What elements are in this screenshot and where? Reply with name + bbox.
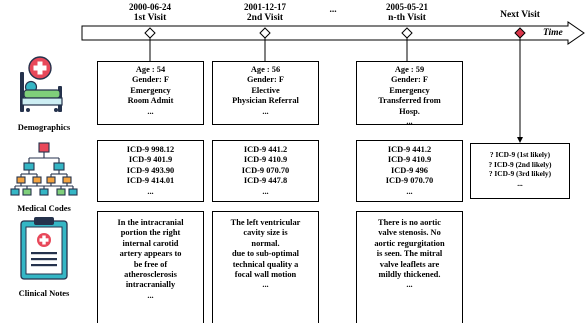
box-text-line: ICD-9 496 (391, 165, 428, 175)
row-label-medical-codes: Medical Codes (17, 203, 71, 213)
box-text-line: Hosp. (399, 106, 420, 116)
visit-1-date: 2000-06-24 (129, 2, 171, 12)
box-text-line: ... (147, 186, 154, 196)
box-text-line: ? ICD-9 (1st likely) (489, 150, 551, 159)
box-text-line: aortic regurgitation (374, 238, 445, 248)
visit-2-label: 2nd Visit (246, 13, 284, 23)
next-visit-arrowhead (517, 137, 523, 143)
box-text-line: ICD-9 441.2 (387, 145, 432, 154)
box-text-line: ... (147, 290, 154, 300)
box-text-line: Elective (251, 85, 280, 95)
box-text-line: portion the right (120, 228, 181, 238)
box-text-line: ICD-9 998.12 (126, 145, 175, 154)
box-text-line: ICD-9 493.90 (126, 165, 175, 175)
box-text-line: ICD-9 070.70 (241, 165, 290, 175)
box-text-line: ICD-9 447.8 (243, 176, 288, 186)
box-text-line: Transferred from (378, 96, 441, 106)
box-text-line: Physician Referral (232, 96, 299, 106)
box-text-line: Age : 59 (394, 65, 425, 74)
box-text-line: technical quality a (232, 259, 299, 269)
box-text-line: ICD-9 070.70 (385, 176, 434, 186)
box-text-line: Age : 54 (135, 65, 166, 74)
box-text-line: The left ventricular (230, 218, 301, 227)
box-text-line: ... (147, 106, 154, 116)
visit-n-label: n-th Visit (388, 13, 426, 23)
box-text-line: Emergency (389, 85, 430, 95)
box-text-line: focal wall motion (234, 270, 297, 280)
box-text-line: Age : 56 (250, 65, 281, 74)
timeline-ellipsis: ... (329, 5, 337, 15)
box-text-line: Gender: F (391, 75, 428, 85)
box-text-line: ... (517, 178, 523, 188)
hierarchy-tree-icon (10, 142, 78, 196)
box-text-line: due to sub-optimal (231, 249, 299, 259)
next-visit-prediction-box: ? ICD-9 (1st likely)? ICD-9 (2nd likely)… (470, 143, 570, 199)
box-text-line: ... (406, 186, 413, 196)
box-text-line: intracranially (125, 280, 176, 290)
box-text-line: ICD-9 441.2 (243, 145, 288, 154)
hospital-bed-icon (20, 56, 63, 112)
visit-n-date: 2005-05-21 (386, 2, 428, 12)
box-text-line: valve stenosis. No (378, 228, 441, 238)
box-text-line: ? ICD-9 (3rd likely) (488, 169, 552, 179)
box-text-line: Room Admit (127, 96, 174, 106)
visit-2-date: 2001-12-17 (244, 2, 286, 12)
box-text-line: artery appears to (119, 249, 182, 259)
box-text-line: In the intracranial (117, 218, 184, 227)
box-text-line: ... (406, 117, 413, 127)
next-visit-label: Next Visit (500, 10, 540, 20)
box-text-line: ICD-9 414.01 (126, 176, 175, 186)
timeline-arrow (81, 21, 585, 45)
box-text-line: ICD-9 410.9 (243, 155, 288, 165)
box-text-line: mildly thickened. (378, 270, 441, 280)
box-text-line: valve leaflets are (379, 259, 440, 269)
box-text-line: internal carotid (122, 238, 179, 248)
clipboard-icon (20, 217, 68, 280)
box-text-line: There is no aortic (378, 218, 441, 227)
box-text-line: cavity size is (243, 228, 288, 238)
visit-1-label: 1st Visit (133, 13, 167, 23)
box-text-line: ... (262, 186, 269, 196)
time-axis-label: Time (543, 28, 563, 38)
box-text-line: is seen. The mitral (376, 249, 443, 259)
box-text-line: ... (262, 280, 269, 290)
box-text-line: normal. (251, 238, 280, 248)
box-text-line: ICD-9 401.9 (128, 155, 173, 165)
box-text-line: be free of (133, 259, 168, 269)
box-text-line: Gender: F (247, 75, 284, 85)
row-label-clinical-notes: Clinical Notes (18, 288, 70, 298)
box-text-line: Gender: F (132, 75, 169, 85)
box-text-line: Emergency (130, 85, 171, 95)
box-text-line: ? ICD-9 (2nd likely) (488, 159, 552, 169)
box-text-line: ICD-9 410.9 (387, 155, 432, 165)
row-label-demographics: Demographics (17, 122, 71, 132)
box-text-line: ... (406, 280, 413, 290)
box-text-line: ... (262, 106, 269, 116)
box-text-line: atherosclerosis (124, 270, 177, 280)
